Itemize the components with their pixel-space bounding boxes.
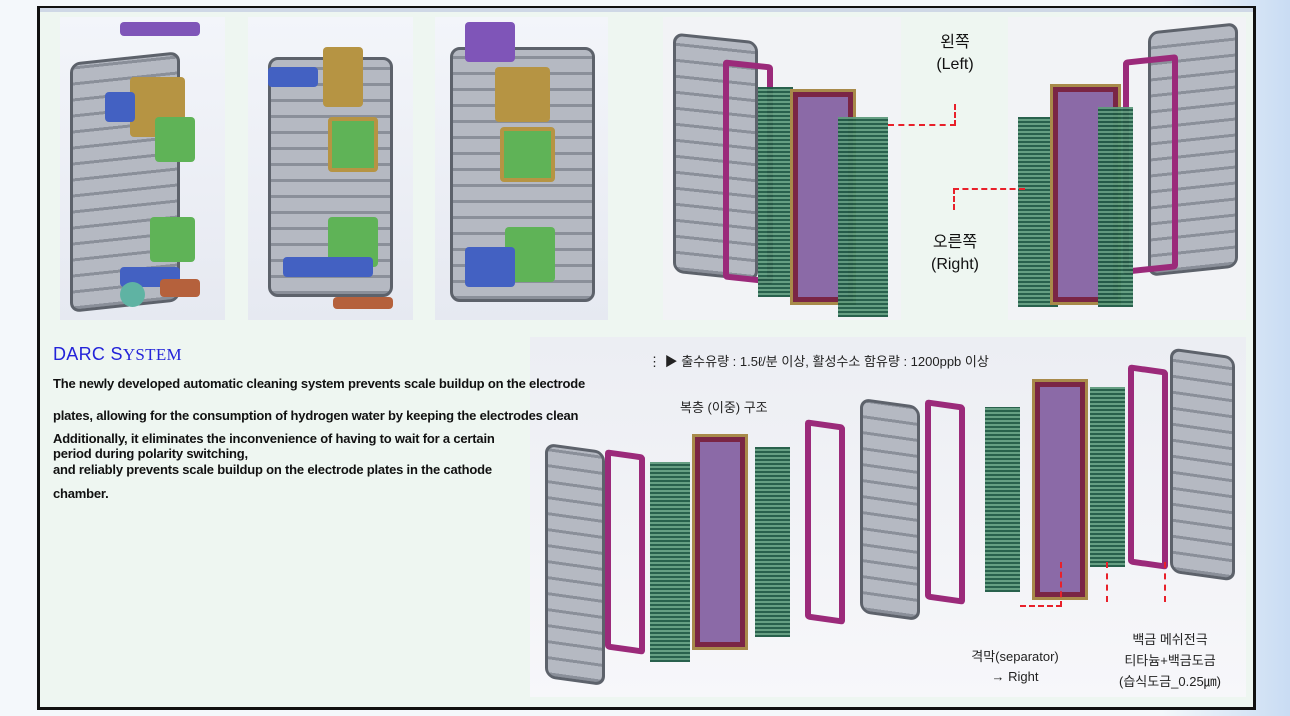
assembly-render-1 (60, 17, 225, 320)
mesh-label-3: (습식도금_0.25㎛) (1118, 674, 1222, 689)
body-line-6: chamber. (53, 486, 109, 501)
right-label-en: (Right) (930, 256, 979, 273)
assembly-render-2 (248, 17, 413, 320)
mesh-label-2: 티타늄+백금도금 (1124, 653, 1216, 668)
body-line-1: The newly developed automatic cleaning s… (53, 376, 586, 391)
right-arrow-icon (953, 188, 1025, 210)
electrode-stack-left-render (663, 17, 901, 320)
separator-label: 격막(separator) → Right (955, 647, 1075, 687)
mesh-electrode-label: 백금 메쉬전극 티타늄+백금도금 (습식도금_0.25㎛) (1105, 629, 1235, 692)
title-rest: YSTEM (122, 345, 182, 364)
separator-label-1: 격막(separator) (971, 649, 1059, 664)
assembly-render-3 (435, 17, 608, 320)
exploded-stack-diagram: ⋮ ▶ 출수유량 : 1.5ℓ/분 이상, 활성수소 함유량 : 1200ppb… (530, 337, 1246, 697)
mesh-label-1: 백금 메쉬전극 (1132, 632, 1208, 647)
right-label: 오른쪽 (Right) (910, 232, 1000, 276)
mesh-arrow-icon (1106, 562, 1166, 602)
section-title: DARC SYSTEM (53, 344, 182, 365)
body-line-3: Additionally, it eliminates the inconven… (53, 431, 495, 446)
separator-label-2: → Right (991, 669, 1039, 684)
body-line-5: and reliably prevents scale buildup on t… (53, 462, 492, 477)
left-label: 왼쪽 (Left) (910, 32, 1000, 76)
left-arrow-icon (888, 104, 956, 126)
right-label-ko: 오른쪽 (932, 234, 978, 251)
spec-text: ⋮ ▶ 출수유량 : 1.5ℓ/분 이상, 활성수소 함유량 : 1200ppb… (648, 354, 989, 369)
body-line-4: period during polarity switching, (53, 446, 248, 461)
electrode-stack-right-render (1008, 17, 1246, 320)
body-line-2: plates, allowing for the consumption of … (53, 408, 579, 423)
title-prefix: DARC S (53, 344, 123, 364)
header-band (40, 8, 1253, 12)
separator-arrow-icon (1020, 562, 1062, 607)
slide: 왼쪽 (Left) 오른쪽 (Right) ⋮ ▶ 출수유량 : 1.5ℓ/분 … (37, 6, 1256, 710)
left-label-en: (Left) (936, 56, 974, 73)
structure-text: 복층 (이중) 구조 (680, 400, 768, 415)
left-label-ko: 왼쪽 (940, 34, 970, 51)
